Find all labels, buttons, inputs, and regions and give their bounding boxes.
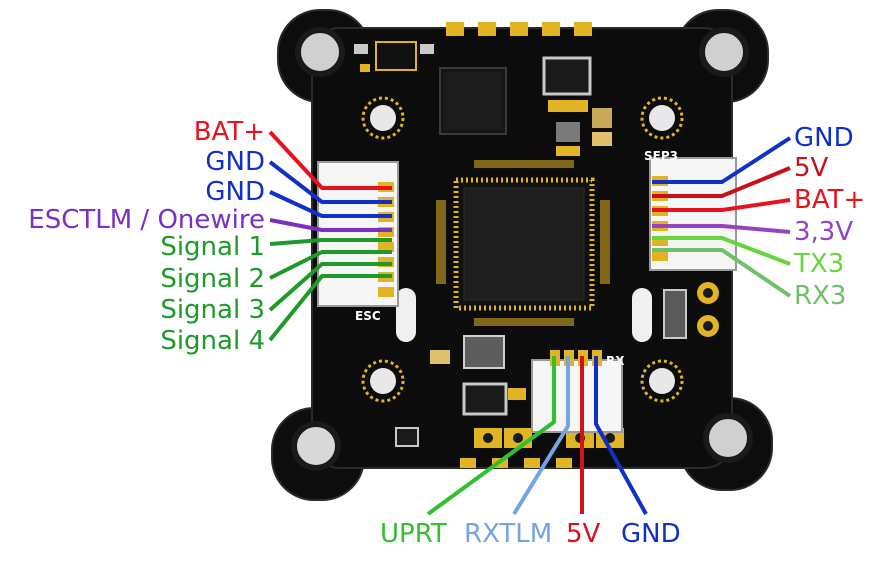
battery-pads-right <box>697 282 719 337</box>
wire-left-gnd-2 <box>269 190 392 218</box>
wire-bottom-gnd <box>594 356 648 515</box>
label-left-esctlm-onewire: ESCTLM / Onewire <box>28 205 265 235</box>
stack-hole-top-left <box>361 96 405 140</box>
top-pad-row <box>446 22 592 36</box>
stack-hole-bottom-right <box>640 359 684 403</box>
mount-hole-top-right <box>699 27 749 77</box>
stack-hole-bottom-left <box>361 359 405 403</box>
right-pin-group: GND 5V BAT+ 3,3V TX3 RX3 <box>652 123 865 311</box>
wire-right-bat-plus <box>652 198 791 212</box>
wire-left-bat-plus <box>268 130 392 190</box>
wire-left-signal-4 <box>268 274 392 342</box>
rx-connector-label: RX <box>606 354 625 368</box>
mcu-chip <box>436 160 610 326</box>
slot-right <box>632 288 652 342</box>
label-left-signal-2: Signal 2 <box>160 264 265 294</box>
flight-controller-board: ESC SEP3 RX <box>271 9 773 501</box>
label-bottom-5v: 5V <box>566 519 601 549</box>
mount-hole-bottom-left <box>291 421 341 471</box>
label-right-5v: 5V <box>794 153 829 183</box>
bottom-pin-group: UPRT RXTLM 5V GND <box>380 356 681 549</box>
label-left-gnd-2: GND <box>205 177 265 207</box>
label-left-bat-plus: BAT+ <box>194 117 265 147</box>
label-left-gnd-1: GND <box>205 147 265 177</box>
mount-hole-top-left <box>295 27 345 77</box>
wire-bottom-rxtlm <box>512 356 570 516</box>
wire-left-gnd-1 <box>268 160 392 204</box>
slot-left <box>396 288 416 342</box>
label-left-signal-4: Signal 4 <box>160 326 265 356</box>
wire-right-tx3 <box>652 236 791 266</box>
label-left-signal-1: Signal 1 <box>160 232 265 262</box>
label-right-3v3: 3,3V <box>794 217 853 247</box>
wire-left-esctlm <box>269 218 392 232</box>
wire-left-signal-1 <box>269 238 392 246</box>
component-cluster-bottom-left <box>395 335 526 447</box>
imu-chip <box>439 67 507 135</box>
wire-left-signal-2 <box>269 250 392 280</box>
component-cluster-top-left <box>354 41 434 72</box>
wire-right-rx3 <box>652 248 792 298</box>
esc-connector-label: ESC <box>355 309 381 323</box>
label-right-gnd: GND <box>794 123 854 153</box>
label-right-bat-plus: BAT+ <box>794 185 865 215</box>
capacitor-right <box>663 289 687 339</box>
sep-connector-label: SEP3 <box>644 149 678 163</box>
label-right-tx3: TX3 <box>793 249 844 279</box>
capacitors-top-right <box>556 108 612 156</box>
label-left-signal-3: Signal 3 <box>160 295 265 325</box>
wire-right-gnd <box>652 136 792 184</box>
label-bottom-uprt: UPRT <box>380 519 447 549</box>
mount-hole-bottom-right <box>703 413 753 463</box>
regulator-chip-top <box>542 56 592 112</box>
wire-left-signal-3 <box>268 262 392 312</box>
rx-connector: RX <box>531 350 625 433</box>
left-pin-group: BAT+ GND GND ESCTLM / Onewire Signal 1 S… <box>28 117 392 356</box>
label-bottom-rxtlm: RXTLM <box>464 519 552 549</box>
wire-bottom-uprt <box>426 356 556 516</box>
stack-hole-top-right <box>640 96 684 140</box>
label-right-rx3: RX3 <box>794 281 846 311</box>
label-bottom-gnd: GND <box>621 519 681 549</box>
wire-right-3v3 <box>652 224 791 234</box>
wire-right-5v <box>652 166 791 198</box>
